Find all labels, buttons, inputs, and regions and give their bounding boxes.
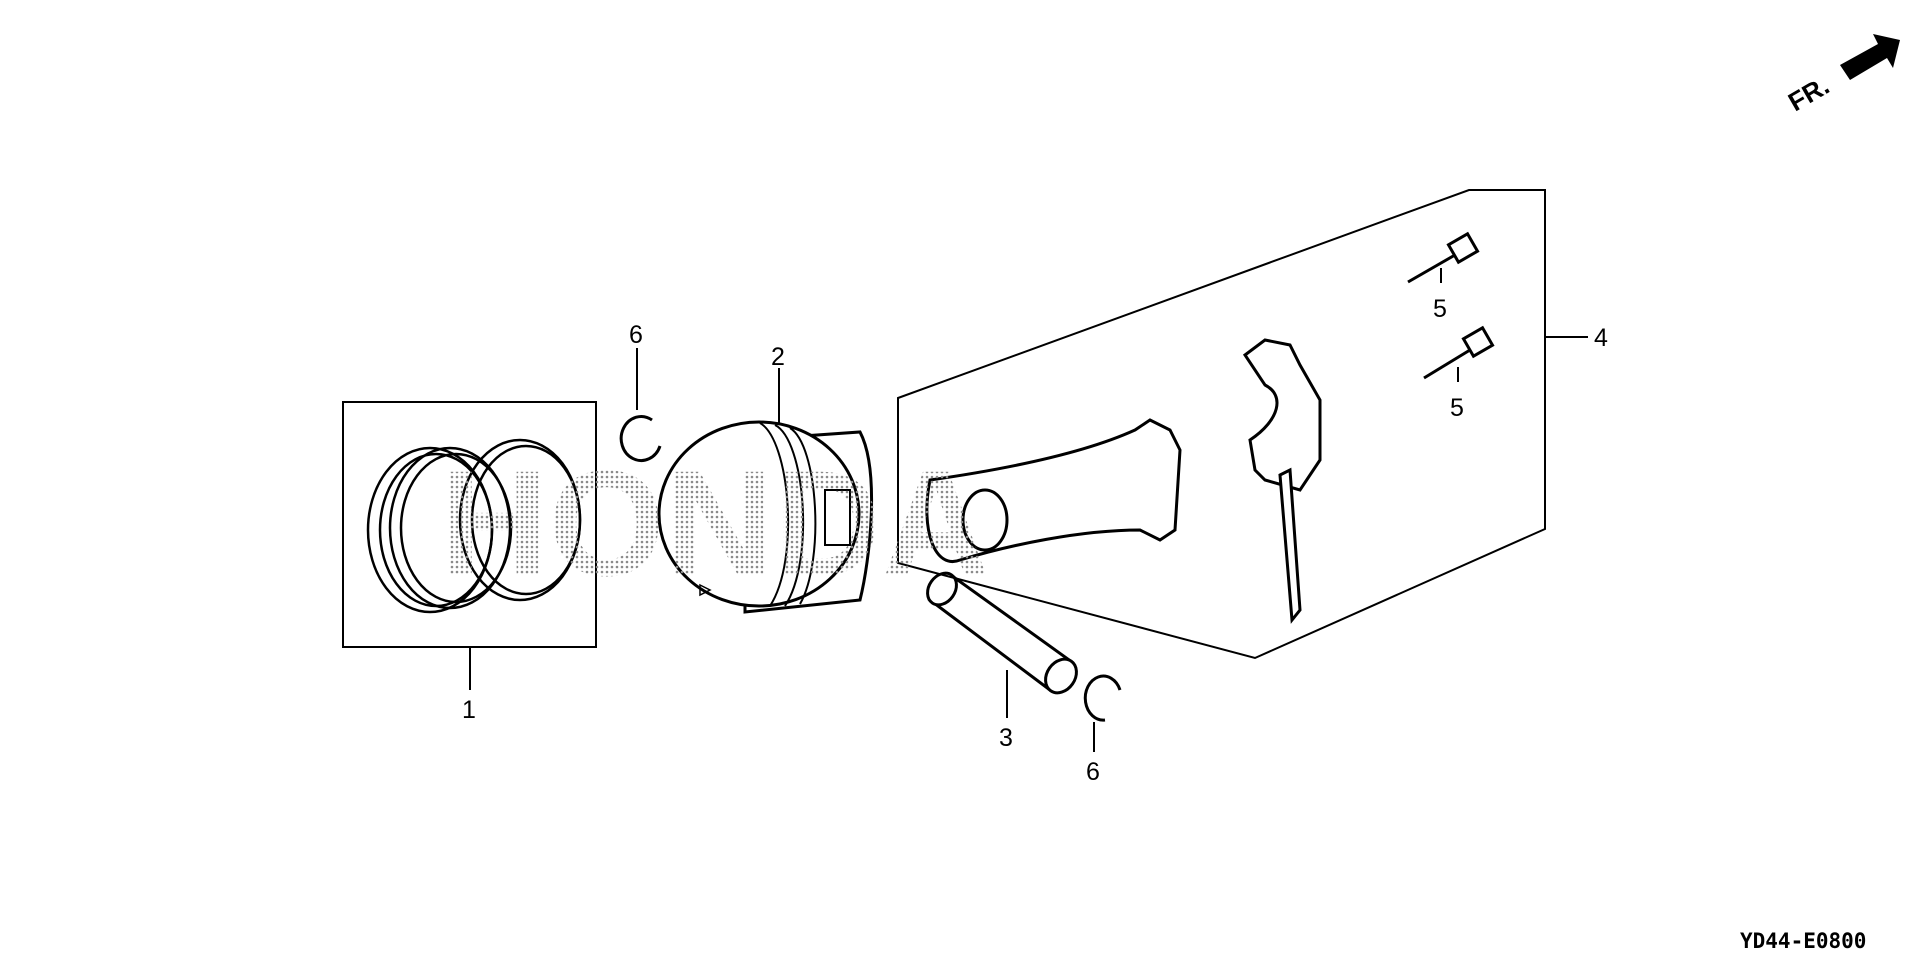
connecting-rod-bolt-upper[interactable] [1407, 231, 1480, 284]
piston[interactable] [657, 368, 874, 614]
piston-ring-set[interactable] [342, 401, 597, 690]
connecting-rod-assembly[interactable] [897, 189, 1588, 660]
callout-5-upper: 5 [1433, 295, 1447, 323]
callout-6-top: 6 [629, 321, 643, 349]
callout-3: 3 [999, 724, 1013, 752]
connecting-rod-bolt-lower[interactable] [1423, 325, 1495, 382]
fr-label: FR. [1783, 70, 1834, 117]
callout-1: 1 [462, 696, 476, 724]
watermark: HONDA [440, 439, 990, 607]
piston-pin-clip-top[interactable] [619, 348, 662, 463]
callout-2: 2 [771, 343, 785, 371]
callout-5-lower: 5 [1450, 394, 1464, 422]
front-direction-marker: FR. [1783, 34, 1900, 117]
diagram-code: YD44-E0800 [1740, 929, 1866, 953]
callout-4: 4 [1594, 324, 1608, 352]
piston-pin[interactable] [922, 568, 1083, 718]
callout-6-bottom: 6 [1086, 758, 1100, 786]
piston-pin-clip-bottom[interactable] [1083, 674, 1122, 752]
front-arrow-icon [1840, 34, 1900, 80]
